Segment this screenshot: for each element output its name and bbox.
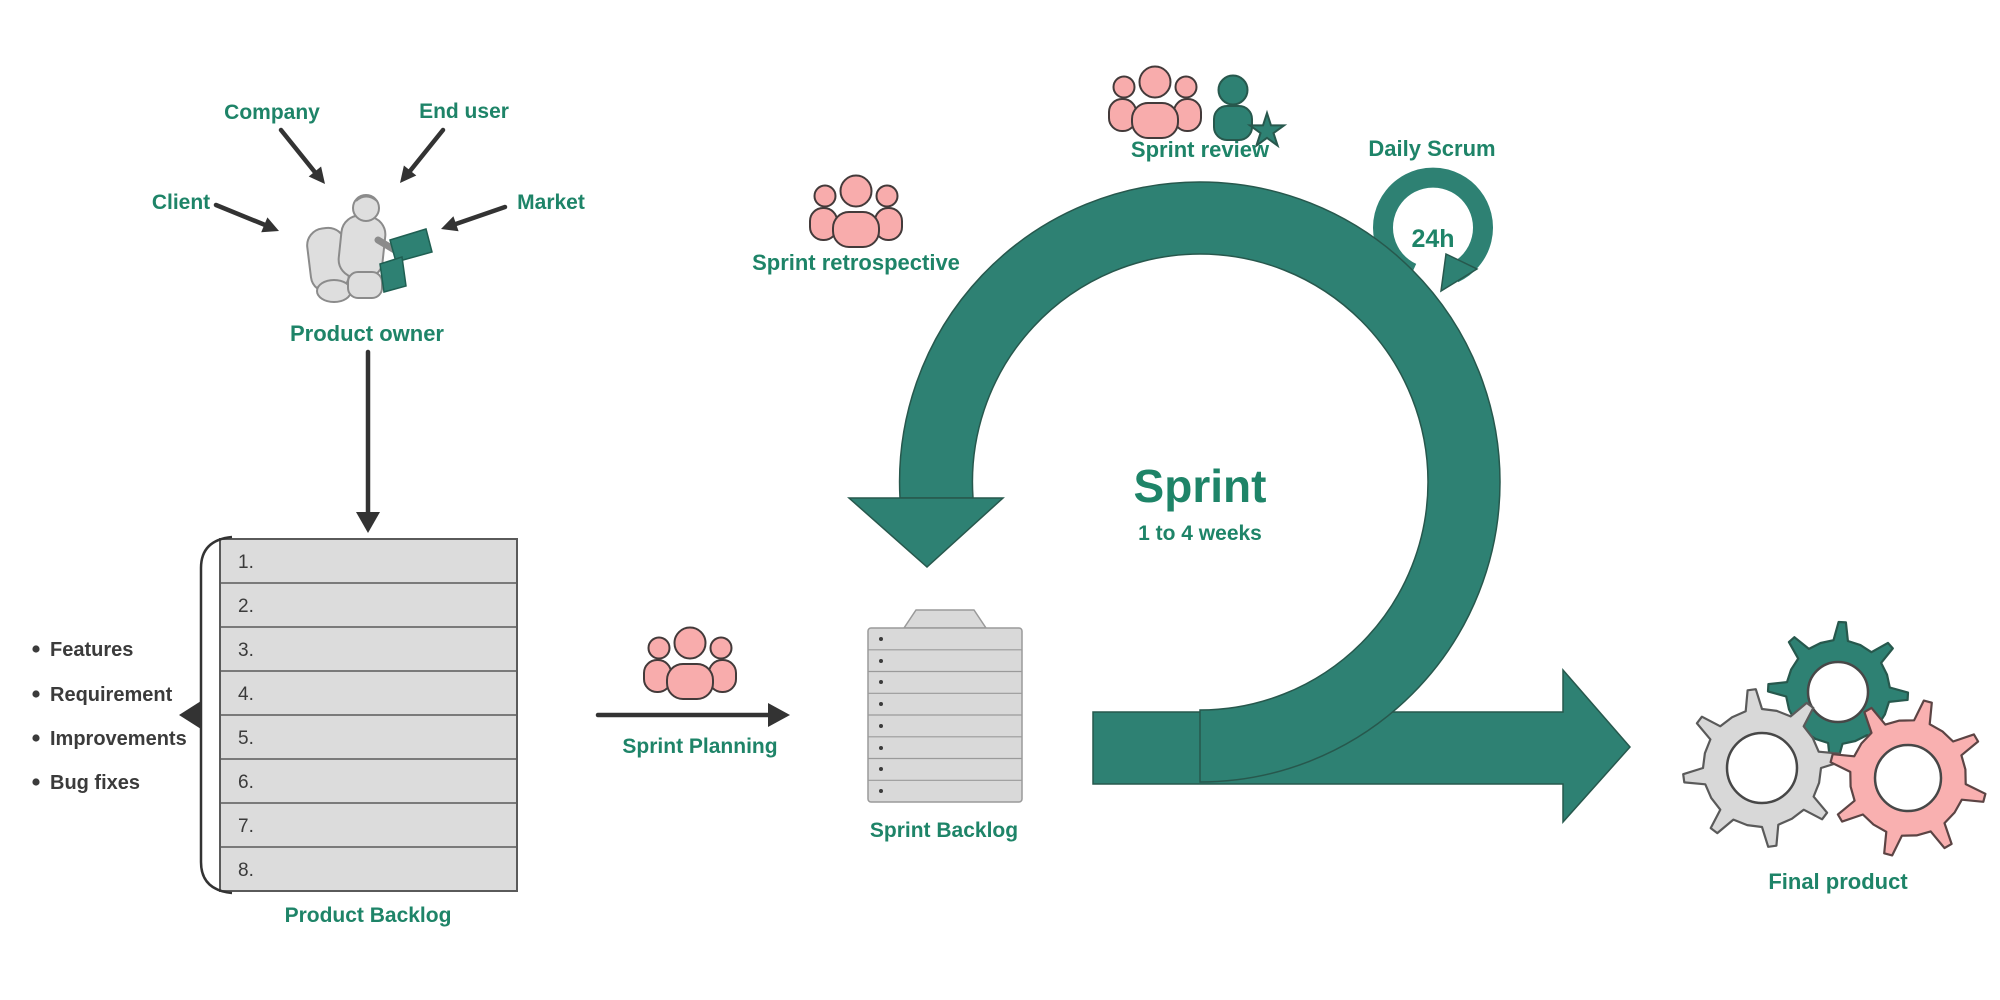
daily-scrum-label: Daily Scrum (1368, 136, 1495, 161)
sprint-backlog-label: Sprint Backlog (870, 819, 1018, 842)
bracket-arrowhead (179, 701, 201, 729)
sprint-retrospective-team-icon (809, 174, 903, 248)
market-label: Market (517, 191, 585, 214)
sprint-title: Sprint (1134, 460, 1267, 512)
backlog-row: 3. (238, 640, 254, 661)
requirements-paper2-icon (379, 256, 407, 293)
product-backlog-table: 1. 2. 3. 4. 5. 6. 7. 8. (219, 538, 518, 892)
requirements-paper-icon (389, 228, 433, 263)
company-label: Company (224, 101, 320, 124)
client-label: Client (152, 191, 210, 214)
backlog-row: 7. (238, 816, 254, 837)
end-user-arrow (403, 127, 446, 179)
product-backlog-label: Product Backlog (285, 904, 452, 927)
product-owner-label: Product owner (290, 321, 444, 346)
sprint-loop (898, 181, 1501, 783)
note-item: Bug fixes (50, 772, 140, 794)
market-arrowhead (441, 216, 459, 232)
product-owner-illustration (306, 194, 433, 303)
backlog-notes-list: Features Requirement Improvements Bug fi… (32, 639, 187, 794)
company-arrowhead (308, 166, 325, 184)
daily-scrum-loop-icon (1373, 167, 1493, 283)
backlog-row: 6. (238, 772, 254, 793)
backlog-row: 8. (238, 860, 254, 881)
planning-arrowhead (768, 703, 790, 727)
sprint-planning-team-icon (643, 626, 737, 700)
sprint-review-team-icon (1108, 65, 1202, 139)
stakeholder-star-icon (1213, 74, 1288, 149)
sprint-review-label: Sprint review (1131, 137, 1270, 162)
backlog-row: 1. (238, 552, 254, 573)
backlog-row: 4. (238, 684, 254, 705)
daily-scrum-cycle: 24h (1411, 225, 1454, 253)
sprint-planning-label: Sprint Planning (622, 735, 777, 758)
note-item: Improvements (50, 728, 187, 750)
note-item: Requirement (50, 684, 173, 706)
end-user-label: End user (419, 100, 509, 123)
backlog-row: 5. (238, 728, 254, 749)
daily-scrum-arrowhead-icon (1440, 252, 1479, 293)
client-arrowhead (261, 217, 279, 233)
market-arrow (447, 204, 508, 229)
company-arrow (278, 127, 321, 179)
sprint-backlog-clipboard (867, 609, 1023, 803)
sprint-loop-arrowhead (847, 497, 1005, 569)
sprint-output-arrow (1092, 667, 1631, 824)
sprint-duration: 1 to 4 weeks (1138, 522, 1262, 545)
owner-to-backlog-arrowhead (356, 512, 380, 533)
end-user-arrowhead (400, 165, 417, 183)
sprint-retrospective-label: Sprint retrospective (752, 250, 960, 275)
final-product-label: Final product (1768, 869, 1908, 894)
note-item: Features (50, 639, 133, 661)
backlog-row: 2. (238, 596, 254, 617)
final-product-gears (1682, 620, 1987, 857)
client-arrow (213, 202, 273, 230)
